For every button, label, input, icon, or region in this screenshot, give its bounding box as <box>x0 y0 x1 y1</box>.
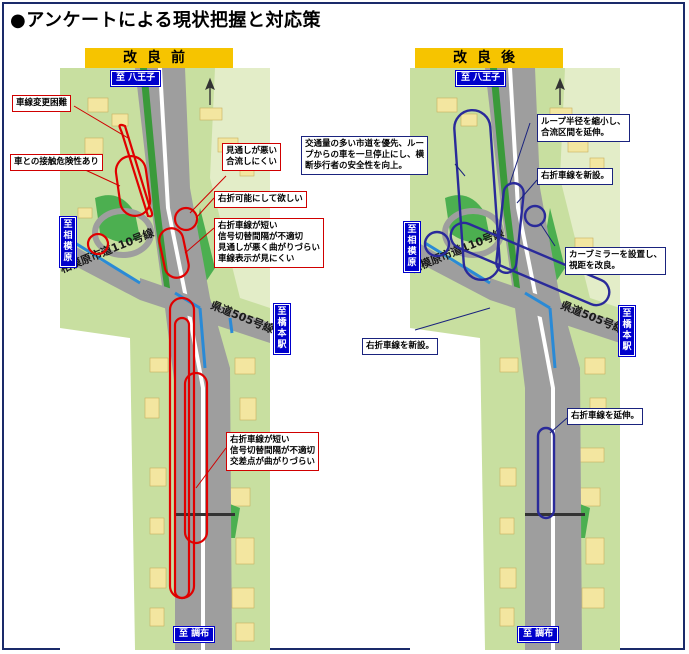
right-callout-2: ループ半径を縮小し、合流区間を延伸。 <box>537 114 630 142</box>
left-callout-3: 見通しが悪い合流しにくい <box>222 143 282 171</box>
dest-label-left-left: 至相模原 <box>60 217 76 267</box>
right-map: 相模原市道110号線 県道505号線 <box>408 68 626 650</box>
dest-label-right-right: 至橋本駅 <box>619 306 635 356</box>
right-callout-5: 右折車線を新設。 <box>362 338 439 355</box>
dest-label-bottom-right: 至 調布 <box>518 627 559 642</box>
left-callout-6: 右折車線が短い信号切替間隔が不適切交差点が曲がりづらい <box>226 432 320 471</box>
left-callout-5: 右折車線が短い信号切替間隔が不適切見通しが悪く曲がりづらい車線表示が見にくい <box>214 218 325 268</box>
right-callout-6: 右折車線を延伸。 <box>567 408 644 425</box>
page-title: ●アンケートによる現状把握と対応策 <box>10 10 321 31</box>
right-callout-3: 右折車線を新設。 <box>537 168 614 185</box>
left-callout-1: 車線変更困難 <box>12 95 72 112</box>
dest-label-left-right: 至相模原 <box>404 222 420 272</box>
left-callout-4: 右折可能にして欲しい <box>214 191 307 208</box>
dest-label-bottom-left: 至 調布 <box>174 627 215 642</box>
right-panel-header: 改良後 <box>415 48 563 68</box>
right-callout-1: 交通量の多い市道を優先、ループからの車を一旦停止にし、横断歩行者の安全性を向上。 <box>301 136 429 175</box>
dest-label-right-left: 至橋本駅 <box>274 304 290 354</box>
dest-label-top-left: 至 八王子 <box>111 71 161 86</box>
dest-label-top-right: 至 八王子 <box>456 71 506 86</box>
left-panel-header: 改良前 <box>85 48 233 68</box>
left-callout-2: 車との接触危険性あり <box>10 154 103 171</box>
right-callout-4: カーブミラーを設置し、視距を改良。 <box>565 247 666 275</box>
